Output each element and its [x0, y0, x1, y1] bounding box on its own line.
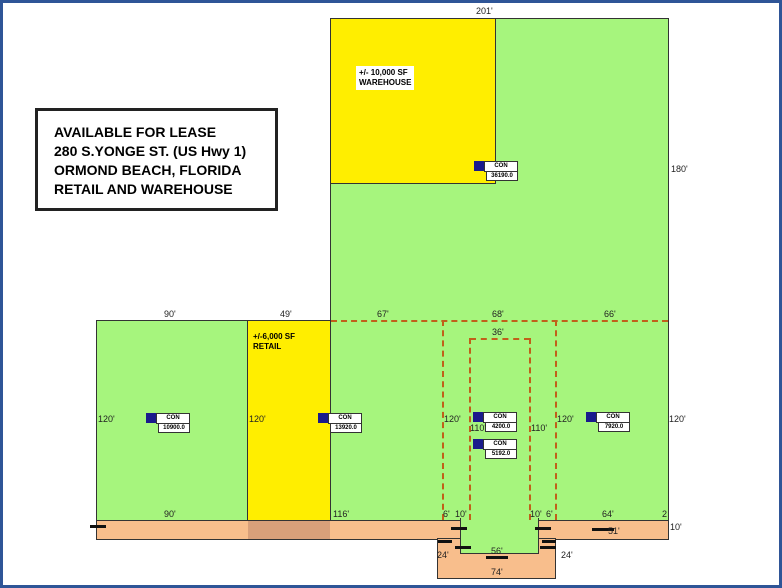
dimension-label: 51'	[608, 526, 620, 536]
dimension-label: 116'	[333, 509, 350, 519]
dashed-line	[529, 338, 531, 520]
dashed-line	[331, 320, 668, 322]
listing-title-box: AVAILABLE FOR LEASE 280 S.YONGE ST. (US …	[35, 108, 278, 211]
dashed-line	[442, 320, 444, 520]
door-marker	[535, 527, 551, 530]
door-marker	[455, 546, 471, 549]
door-marker	[542, 540, 556, 543]
door-marker	[90, 525, 106, 528]
dimension-label: 110'	[531, 423, 548, 433]
dimension-label: 120'	[557, 414, 574, 424]
dimension-label: 10'	[455, 509, 467, 519]
warehouse-space	[330, 18, 496, 184]
title-line: 280 S.YONGE ST. (US Hwy 1)	[54, 143, 247, 159]
dimension-label: 64'	[602, 509, 614, 519]
title-line: AVAILABLE FOR LEASE	[54, 124, 217, 140]
dimension-label: 24'	[561, 550, 573, 560]
dashed-line	[470, 338, 530, 340]
dimension-label: 120'	[444, 414, 461, 424]
dimension-label: 36'	[492, 327, 504, 337]
title-line: ORMOND BEACH, FLORIDA	[54, 162, 242, 178]
dimension-label: 90'	[164, 309, 176, 319]
sidewalk-retail	[248, 521, 330, 539]
door-marker	[486, 556, 508, 559]
door-marker	[540, 546, 556, 549]
retail-note: +/-6,000 SF RETAIL	[250, 330, 299, 354]
dimension-label: 120'	[669, 414, 686, 424]
dimension-label: 2	[662, 509, 668, 519]
dimension-label: 6'	[443, 509, 450, 519]
note-line: WAREHOUSE	[359, 78, 412, 87]
note-line: +/-6,000 SF	[253, 332, 296, 341]
dimension-label: 110'	[470, 423, 487, 433]
dimension-label: 120'	[98, 414, 115, 424]
door-marker	[438, 540, 452, 543]
dimension-label: 68'	[492, 309, 504, 319]
dimension-label: 201'	[476, 6, 493, 16]
door-marker	[451, 527, 467, 530]
dimension-label: 66'	[604, 309, 616, 319]
note-line: RETAIL	[253, 342, 282, 351]
entry-walkway	[460, 518, 539, 554]
dimension-label: 24'	[437, 550, 449, 560]
dashed-line	[469, 338, 471, 520]
dimension-label: 10'	[530, 509, 542, 519]
dimension-label: 49'	[280, 309, 292, 319]
dimension-label: 74'	[491, 567, 503, 577]
dimension-label: 67'	[377, 309, 389, 319]
dashed-line	[555, 320, 557, 520]
title-line: RETAIL AND WAREHOUSE	[54, 181, 233, 197]
dimension-label: 6'	[546, 509, 553, 519]
door-marker	[592, 528, 614, 531]
dimension-label: 10'	[670, 522, 682, 532]
note-line: +/- 10,000 SF	[359, 68, 408, 77]
dimension-label: 90'	[164, 509, 176, 519]
dimension-label: 120'	[249, 414, 266, 424]
dimension-label: 56'	[491, 546, 503, 556]
warehouse-note: +/- 10,000 SF WAREHOUSE	[356, 66, 415, 90]
dimension-label: 180'	[671, 164, 688, 174]
